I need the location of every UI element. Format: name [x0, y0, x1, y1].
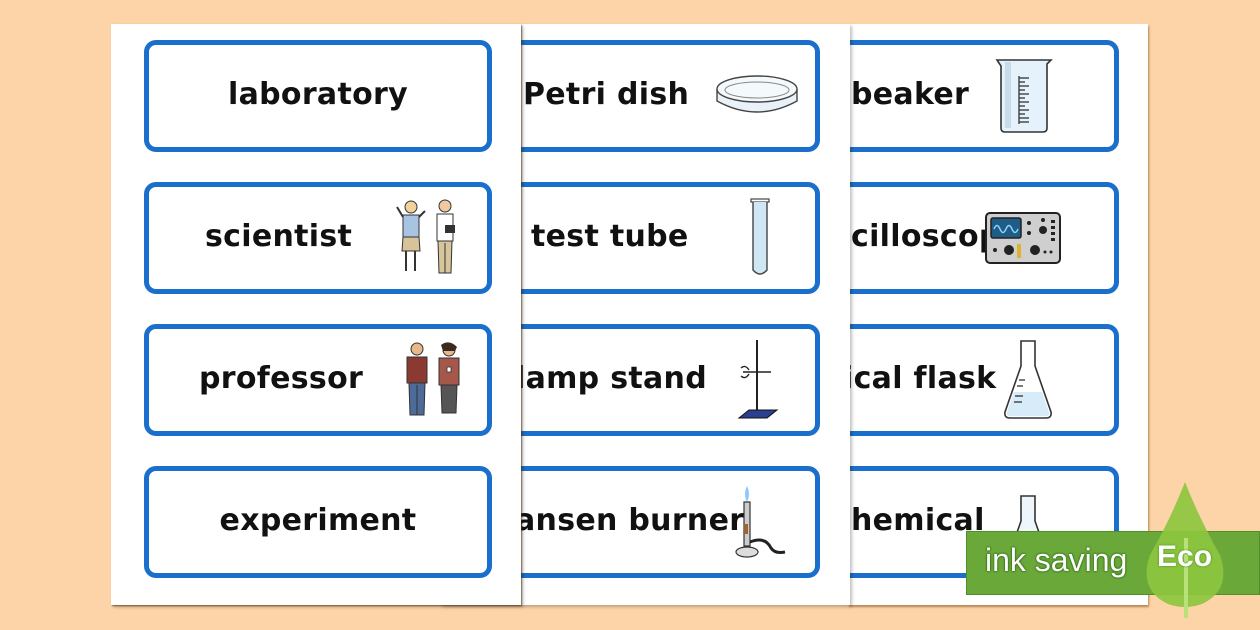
- card-word: beaker: [851, 77, 970, 113]
- word-card-laboratory: laboratory: [144, 40, 492, 152]
- conical-flask-icon: [1004, 340, 1052, 419]
- scientists-icon: [396, 199, 455, 274]
- eco-leaf-icon: [1146, 482, 1224, 618]
- word-card-experiment: experiment: [144, 466, 492, 578]
- word-card-conical-flask: ical flask: [848, 324, 1119, 436]
- card-word: laboratory: [228, 77, 408, 113]
- ink-saving-text: ink saving: [985, 542, 1128, 578]
- word-card-scientist: scientist: [144, 182, 492, 294]
- card-word: ansen burner: [515, 503, 745, 539]
- card-word: experiment: [219, 503, 417, 539]
- word-card-beaker: beaker: [848, 40, 1119, 152]
- petri-dish-icon: [716, 75, 798, 113]
- word-card-page-3: beaker cilloscope ical f: [848, 24, 1148, 605]
- word-card-page-1: laboratory scientist professor: [111, 24, 521, 605]
- card-word: scientist: [205, 219, 353, 255]
- test-tube-icon: [750, 198, 770, 275]
- card-word: hemical: [851, 503, 985, 539]
- card-word: lamp stand: [515, 361, 707, 397]
- word-card-professor: professor: [144, 324, 492, 436]
- word-card-oscilloscope: cilloscope: [848, 182, 1119, 294]
- oscilloscope-icon: [985, 212, 1061, 264]
- card-word: test tube: [531, 219, 689, 255]
- bunsen-burner-icon: [735, 486, 786, 558]
- beaker-icon: [995, 59, 1053, 133]
- card-word: Petri dish: [523, 77, 690, 113]
- card-word: ical flask: [848, 361, 997, 397]
- clamp-stand-icon: [737, 340, 779, 419]
- eco-label: Eco: [1157, 540, 1213, 573]
- professors-icon: [406, 342, 460, 416]
- card-word: professor: [199, 361, 364, 397]
